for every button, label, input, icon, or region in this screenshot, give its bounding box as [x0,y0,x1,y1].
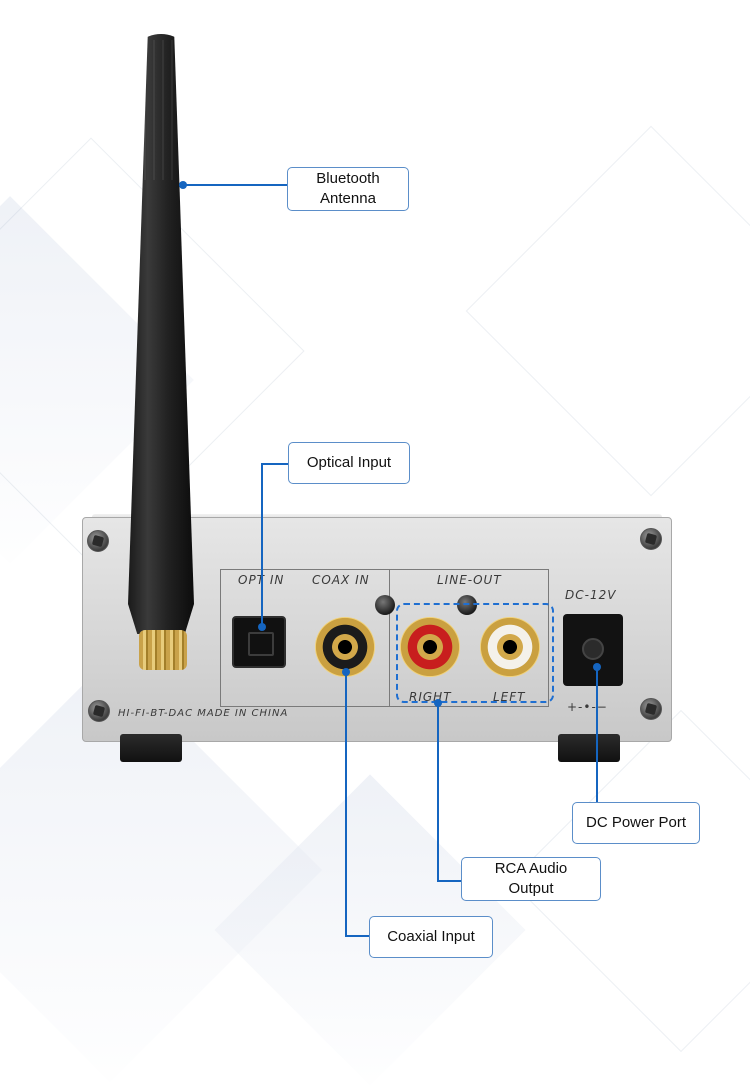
coaxial-input-callout: Coaxial Input [369,916,493,958]
line-out-label: LINE-OUT [437,573,502,587]
screw-icon [640,698,662,720]
opt-in-label: OPT IN [238,573,285,587]
dc-power-jack [563,614,623,686]
rca-left-jack [480,617,540,677]
screw-icon [88,700,110,722]
optical-input-callout: Optical Input [288,442,410,484]
screw-icon [640,528,662,550]
output-section-frame [388,569,549,707]
input-section-frame [220,569,390,707]
callout-dot [258,623,266,631]
rca-output-highlight [396,603,554,703]
panel-screw-icon [375,595,395,615]
antenna-ribs [142,40,180,180]
dc-power-port-callout: DC Power Port [572,802,700,844]
callout-line [345,672,347,936]
panel-screw-icon [457,595,477,615]
dc-voltage-label: DC-12V [565,588,617,602]
coaxial-jack [315,617,375,677]
callout-line [183,184,287,186]
callout-line [437,880,461,882]
rca-audio-output-callout: RCA Audio Output [461,857,601,901]
left-channel-label: LEFT [493,690,526,704]
polarity-symbol: +-•-− [567,700,608,714]
background-shape [465,125,750,497]
callout-line [345,935,369,937]
screw-icon [87,530,109,552]
rca-right-jack [400,617,460,677]
callout-line [261,463,263,625]
device-foot [120,734,182,762]
callout-line [596,667,598,803]
maker-imprint: HI-FI-BT-DAC MADE IN CHINA [118,708,289,719]
antenna-connector [139,630,187,670]
device-foot [558,734,620,762]
callout-line [262,463,288,465]
callout-line [437,703,439,881]
bluetooth-antenna-callout: Bluetooth Antenna [287,167,409,211]
coax-in-label: COAX IN [312,573,370,587]
